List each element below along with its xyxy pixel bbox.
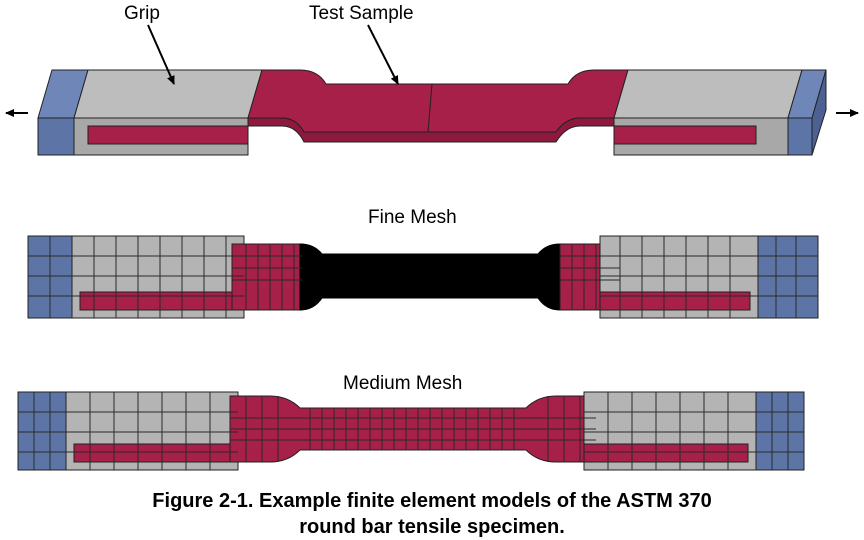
figure-caption-line-2: round bar tensile specimen. [299,516,565,538]
medium-mesh-left-blue [17,391,67,471]
fine-mesh-model [27,235,819,319]
medium-mesh-right-blue [755,391,805,471]
medium-mesh-title: Medium Mesh [343,373,463,394]
grip-label: Grip [124,3,160,24]
fine-mesh-right-blue [757,235,819,319]
right-grip-red-strip [613,125,757,145]
test-sample-leader-arrow [367,24,399,85]
figure-caption-line-1: Figure 2-1. Example finite element model… [152,490,712,512]
fine-mesh-left-transition [231,243,303,311]
fine-mesh-center [299,243,561,311]
test-sample-label: Test Sample [309,3,414,24]
medium-mesh-left-red-strip [73,443,239,463]
fine-mesh-grid-lines [28,236,818,318]
fine-mesh-right-red-strip [599,291,751,311]
medium-mesh-right-red-strip [583,443,749,463]
right-end-cap-side [811,69,827,156]
test-sample-split [427,83,433,133]
fine-mesh-title: Fine Mesh [368,207,457,228]
solid-specimen-model [37,69,827,156]
grip-leader-arrow [147,24,175,85]
left-end-cap-front [37,117,75,156]
right-end-cap-front [787,117,813,156]
right-grip-top [613,69,803,119]
medium-mesh-model [17,391,805,471]
left-grip-red-strip [87,125,249,145]
left-grip-top [73,69,263,119]
medium-mesh-grid-lines [18,392,804,470]
fine-mesh-left-red-strip [79,291,245,311]
